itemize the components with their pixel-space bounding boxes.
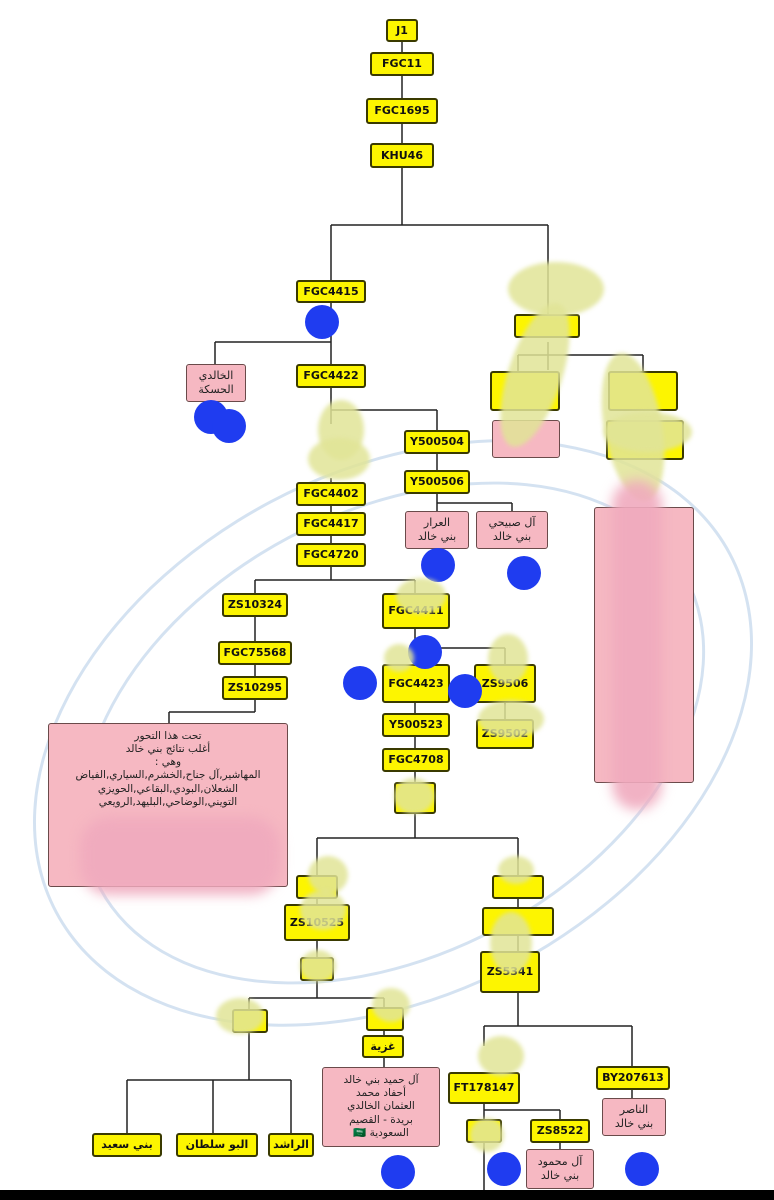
censor-blot xyxy=(478,700,544,738)
link-fgc4422-split xyxy=(330,387,438,431)
node-bani-saeed[interactable]: بني سعيد xyxy=(92,1133,162,1157)
censor-blot xyxy=(300,890,346,930)
censor-blot xyxy=(488,634,528,684)
node-subaihi[interactable]: آل صبيحي بني خالد xyxy=(476,511,548,549)
censor-blot xyxy=(308,438,370,480)
node-y500523[interactable]: Y500523 xyxy=(382,713,450,737)
marker-dot xyxy=(212,409,246,443)
marker-dot xyxy=(625,1152,659,1186)
node-fgc4720[interactable]: FGC4720 xyxy=(296,543,366,567)
censor-blot xyxy=(490,912,532,974)
node-y500506[interactable]: Y500506 xyxy=(404,470,470,494)
node-aarar[interactable]: العرار بني خالد xyxy=(405,511,469,549)
node-fgc4415[interactable]: FGC4415 xyxy=(296,280,366,303)
node-ghuzayya[interactable]: غزية xyxy=(362,1035,404,1058)
censor-blot xyxy=(308,856,348,894)
link-y500506-split xyxy=(436,493,513,512)
censor-blot xyxy=(300,950,336,982)
node-zs10324[interactable]: ZS10324 xyxy=(222,593,288,617)
link-fgc4720-split xyxy=(254,566,416,594)
censor-blot xyxy=(612,480,662,810)
censor-blot xyxy=(498,856,534,884)
node-fgc1695[interactable]: FGC1695 xyxy=(366,98,438,124)
node-nasser[interactable]: الناصر بني خالد xyxy=(602,1098,666,1136)
marker-dot xyxy=(408,635,442,669)
marker-dot xyxy=(381,1155,415,1189)
node-bu-sultan[interactable]: البو سلطان xyxy=(176,1133,258,1157)
node-fgc4708[interactable]: FGC4708 xyxy=(382,748,450,772)
node-mahmoud[interactable]: آل محمود بني خالد xyxy=(526,1149,594,1189)
bottom-bar xyxy=(0,1190,774,1200)
censor-blot xyxy=(478,1036,524,1076)
node-rashid[interactable]: الراشد xyxy=(268,1133,314,1157)
censor-blot xyxy=(396,578,446,614)
node-fgc4417[interactable]: FGC4417 xyxy=(296,512,366,536)
marker-dot xyxy=(448,674,482,708)
node-y500504[interactable]: Y500504 xyxy=(404,430,470,454)
marker-dot xyxy=(343,666,377,700)
censor-blot xyxy=(470,1118,504,1152)
node-hamid[interactable]: آل حميد بني خالد أحفاد محمد العثمان الخا… xyxy=(322,1067,440,1147)
node-khu46[interactable]: KHU46 xyxy=(370,143,434,168)
node-khaldi-haska[interactable]: الخالدي الحسكة xyxy=(186,364,246,402)
link-left-subtree xyxy=(248,980,385,1010)
link-fgc4708-split xyxy=(316,814,519,876)
node-fgc75568[interactable]: FGC75568 xyxy=(218,641,292,665)
node-fgc11[interactable]: FGC11 xyxy=(370,52,434,76)
censor-blot xyxy=(80,817,280,895)
link-left-descendants xyxy=(126,1032,292,1134)
marker-dot xyxy=(421,548,455,582)
link-zs5341-split xyxy=(483,992,633,1067)
censor-blot xyxy=(216,998,264,1034)
node-fgc4422[interactable]: FGC4422 xyxy=(296,364,366,388)
marker-dot xyxy=(487,1152,521,1186)
marker-dot xyxy=(507,556,541,590)
censor-blot xyxy=(384,644,414,672)
censor-blot xyxy=(394,778,434,814)
node-fgc4402[interactable]: FGC4402 xyxy=(296,482,366,506)
link-zs10324-chain xyxy=(168,616,256,724)
node-zs8522[interactable]: ZS8522 xyxy=(530,1119,590,1143)
node-by207613[interactable]: BY207613 xyxy=(596,1066,670,1090)
node-ft178147[interactable]: FT178147 xyxy=(448,1072,520,1104)
node-j1[interactable]: J1 xyxy=(386,19,418,42)
marker-dot xyxy=(305,305,339,339)
censor-blot xyxy=(372,988,410,1022)
link-khu46-split xyxy=(330,167,549,320)
node-zs10295[interactable]: ZS10295 xyxy=(222,676,288,700)
censor-blot xyxy=(604,412,692,452)
